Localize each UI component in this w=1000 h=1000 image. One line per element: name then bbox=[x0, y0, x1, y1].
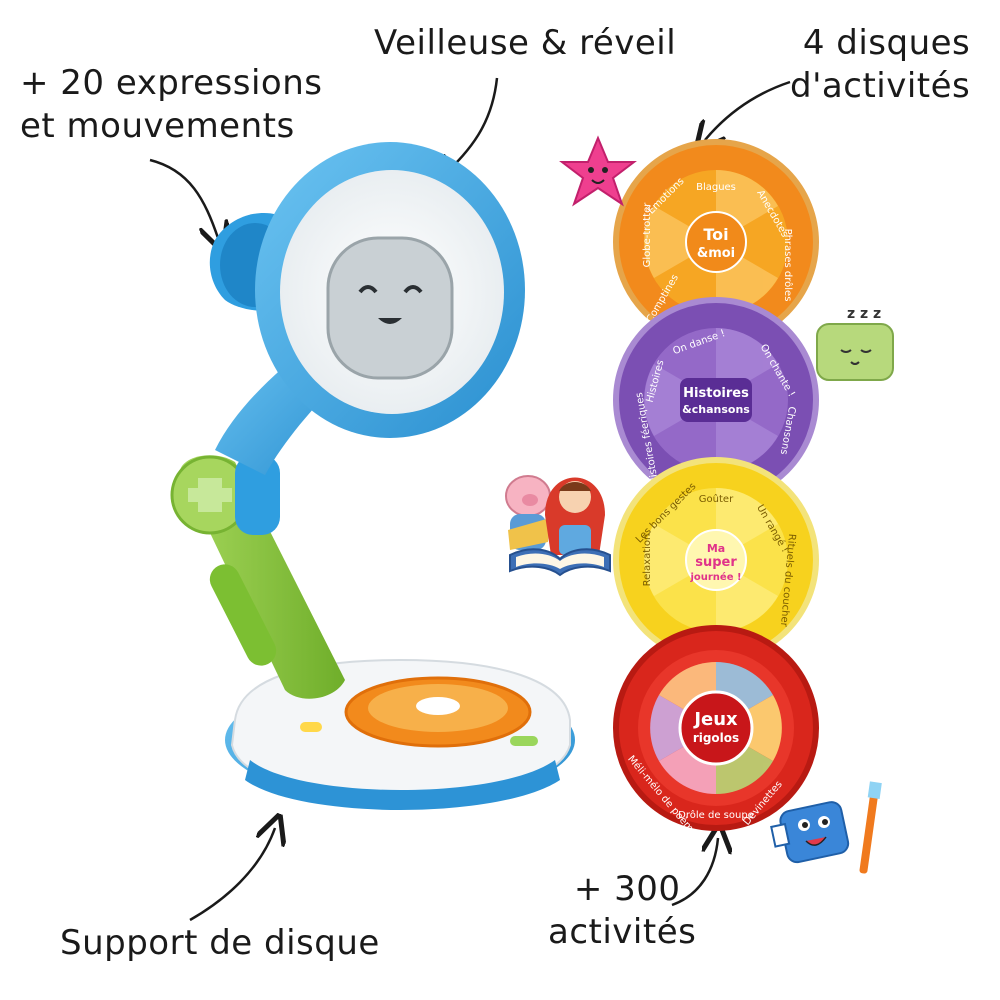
label-activites-line2: activités bbox=[548, 911, 697, 952]
disc-title-line: journée ! bbox=[689, 571, 741, 583]
disc-histoires-chansons: Histoires &chansons On chante ! Chansons… bbox=[613, 297, 819, 503]
disc-title-line: super bbox=[695, 555, 737, 570]
red-riding-hood-icon bbox=[545, 477, 605, 555]
arrow-icon bbox=[189, 828, 275, 922]
arrow-icon bbox=[149, 158, 218, 238]
label-support: Support de disque bbox=[60, 922, 380, 965]
disc-segment: Phrases drôles bbox=[782, 229, 794, 302]
label-activites-line1: + 300 bbox=[573, 869, 681, 909]
label-disques: 4 disques d'activités bbox=[790, 22, 970, 107]
disc-title-line: &moi bbox=[697, 246, 735, 261]
disc-title-line: Histoires bbox=[683, 386, 749, 401]
arrow-icon bbox=[671, 838, 718, 907]
disc-segment: Blagues bbox=[696, 182, 736, 193]
base-button-right[interactable] bbox=[510, 736, 538, 746]
label-veilleuse-text: Veilleuse & réveil bbox=[374, 23, 677, 63]
label-disques-line1: 4 disques bbox=[802, 23, 971, 63]
label-activites: + 300 activités bbox=[548, 868, 696, 953]
label-support-text: Support de disque bbox=[60, 923, 380, 963]
disc-ma-super-journee: Ma super journée ! Goûter Un rangé ! Rit… bbox=[613, 457, 819, 663]
pig-character-icon bbox=[505, 475, 551, 550]
label-disques-line2: d'activités bbox=[790, 65, 971, 106]
disc-segment: Drôle de soupe bbox=[678, 809, 754, 821]
disc-title-line: rigolos bbox=[693, 731, 739, 745]
disc-segment: Relaxation bbox=[642, 534, 653, 587]
label-expressions: + 20 expressions et mouvements bbox=[20, 62, 322, 147]
star-character-icon bbox=[559, 135, 637, 207]
arrow-icon bbox=[705, 80, 791, 140]
label-veilleuse: Veilleuse & réveil bbox=[374, 22, 676, 65]
label-expressions-line2: et mouvements bbox=[20, 105, 295, 146]
disc-title-line: Toi bbox=[703, 225, 728, 244]
disc-segment: Goûter bbox=[699, 493, 734, 505]
svg-text:z z z: z z z bbox=[847, 306, 881, 322]
disc-title-line: Ma bbox=[707, 542, 725, 555]
lamp bbox=[170, 142, 575, 810]
disc-title-line: Jeux bbox=[692, 709, 738, 730]
label-expressions-line1: + 20 expressions bbox=[20, 63, 323, 103]
disc-title-line: &chansons bbox=[682, 403, 750, 416]
toothpaste-character-icon bbox=[770, 781, 882, 874]
disc-segment: Globe-trotter bbox=[642, 202, 653, 268]
base-button-left[interactable] bbox=[300, 722, 322, 732]
face-screen bbox=[326, 236, 454, 380]
book-icon bbox=[509, 548, 611, 577]
pillow-character-icon: z z z bbox=[816, 306, 894, 381]
